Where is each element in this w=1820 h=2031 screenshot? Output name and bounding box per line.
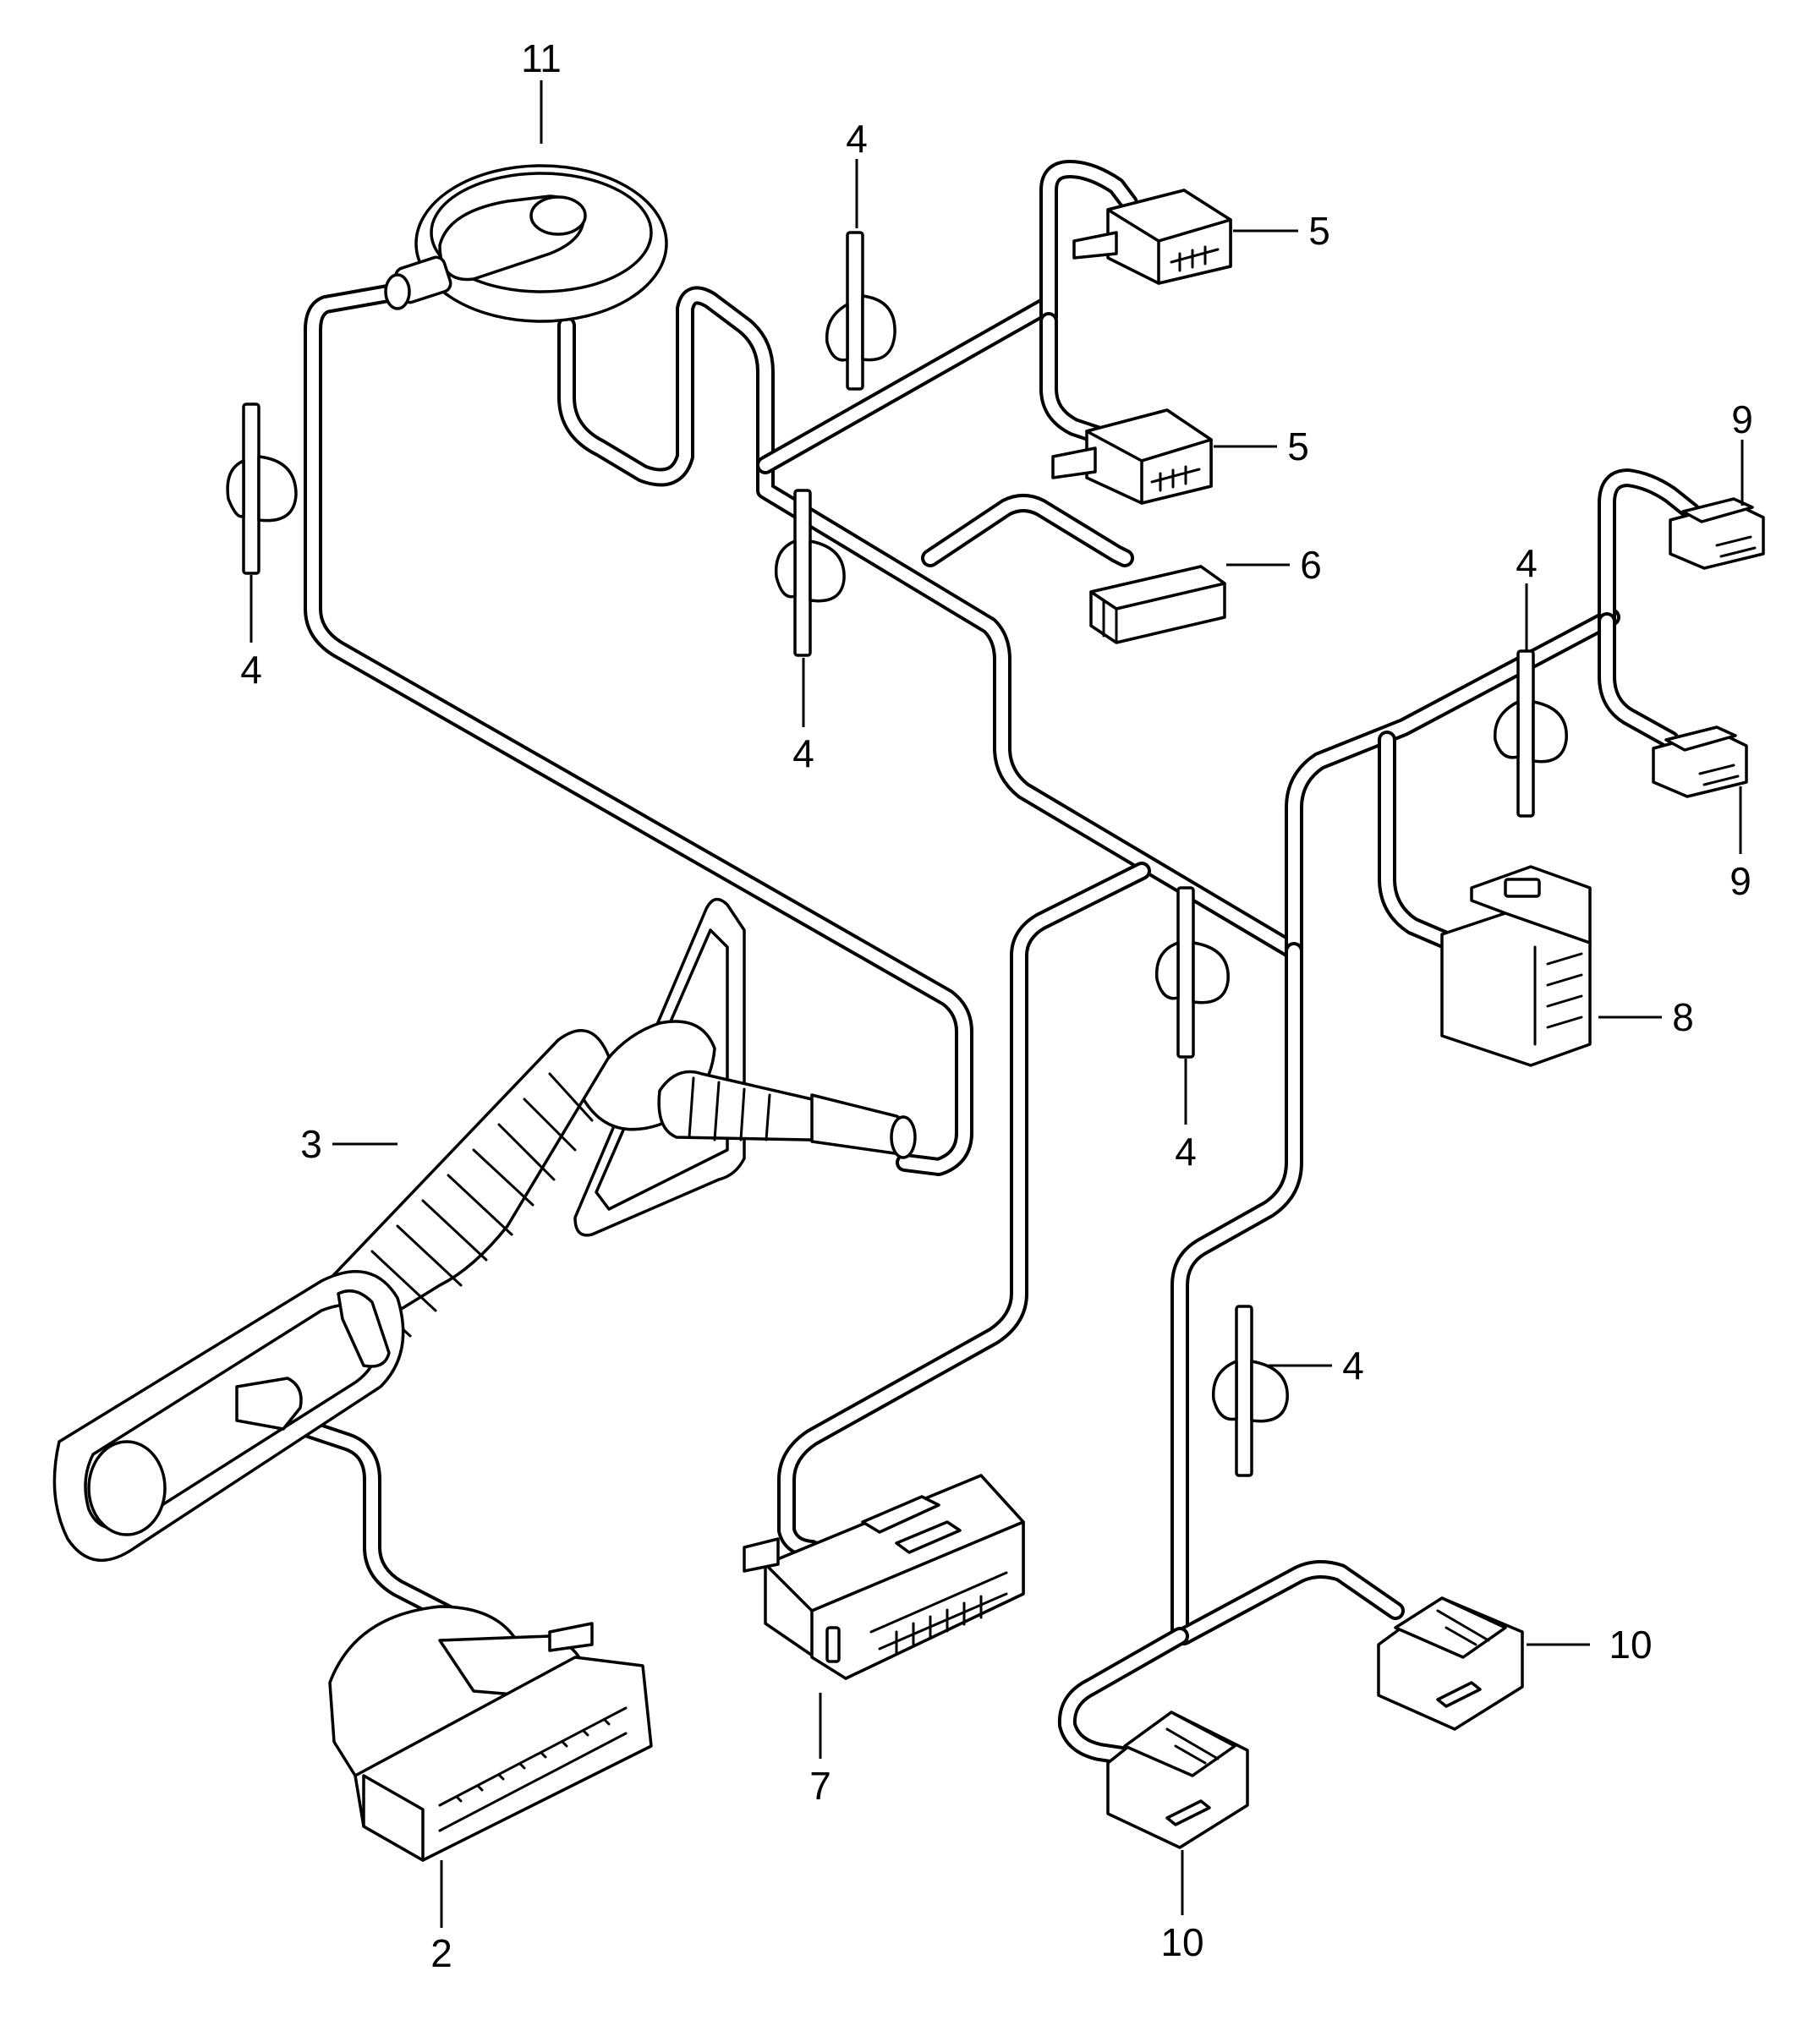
callout-4-center: 4 — [792, 731, 814, 775]
socket-8 — [1440, 865, 1592, 1067]
callout-4-left: 4 — [240, 648, 262, 692]
callout-10-right: 10 — [1609, 1623, 1652, 1667]
callout-3: 3 — [300, 1122, 322, 1166]
connector-5a — [1072, 189, 1232, 285]
module-6 — [1089, 565, 1226, 644]
callout-4-lower: 4 — [1342, 1344, 1364, 1388]
clip-4d — [1494, 649, 1568, 818]
harness-wires — [274, 160, 1701, 1766]
part-11-round-grommet — [384, 164, 668, 323]
part-2-large-grommet-and-obd — [52, 1270, 405, 1563]
callout-4-top: 4 — [846, 117, 868, 161]
callout-4-right: 4 — [1516, 541, 1538, 585]
callout-9-upper: 9 — [1731, 397, 1753, 441]
clip-4c — [774, 489, 846, 657]
obd-connector-2 — [328, 1605, 653, 1862]
connector-9b — [1652, 725, 1748, 798]
ecu-connector-7 — [743, 1474, 1025, 1680]
clip-4a — [226, 402, 298, 575]
callout-2: 2 — [430, 1931, 452, 1975]
callout-9-lower: 9 — [1730, 859, 1751, 903]
callout-11: 11 — [521, 36, 562, 80]
callout-labels: 11 4 4 4 4 4 4 5 5 6 9 9 8 3 7 2 10 10 — [240, 36, 1753, 1975]
connector-10b — [1106, 1711, 1249, 1849]
part-3-grommet-boot — [286, 897, 917, 1363]
leader-lines — [249, 80, 1744, 1928]
clip-4e — [1154, 886, 1230, 1059]
clip-4b — [825, 231, 896, 391]
callout-5-lower: 5 — [1287, 424, 1309, 468]
callout-6: 6 — [1300, 543, 1322, 587]
clip-4f — [1212, 1305, 1289, 1477]
connector-9a — [1669, 497, 1765, 570]
callout-8: 8 — [1672, 995, 1694, 1039]
connector-10a — [1377, 1596, 1524, 1731]
connector-5b — [1051, 408, 1213, 505]
callout-5-upper: 5 — [1308, 209, 1330, 253]
callout-10-bottom: 10 — [1160, 1920, 1203, 1964]
callout-4-mid: 4 — [1175, 1130, 1197, 1174]
callout-7: 7 — [809, 1764, 831, 1808]
